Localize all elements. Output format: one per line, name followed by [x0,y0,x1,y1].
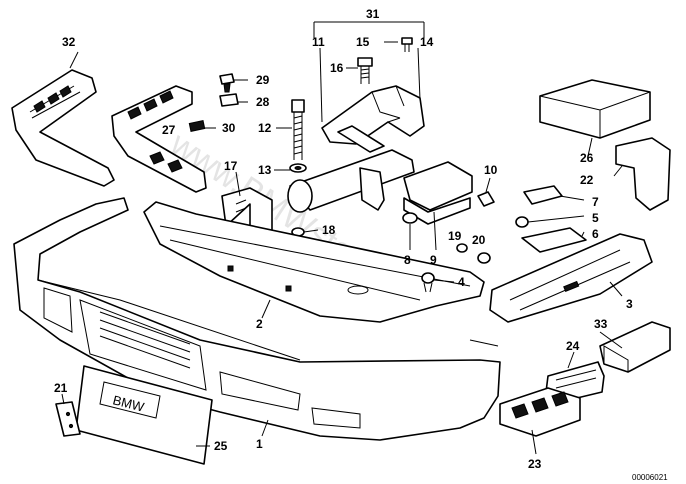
callout-9: 9 [430,253,437,267]
callout-6: 6 [592,227,599,241]
part-3-side-bracket [489,233,653,323]
part-11-impact-absorber [287,85,425,213]
callout-labels: 31 11 15 14 16 32 29 28 27 30 12 13 17 1… [54,7,633,471]
callout-22: 22 [580,173,594,187]
part-9-plate [403,161,473,225]
callout-28: 28 [256,95,270,109]
part-5-nut [515,216,529,228]
part-32-trim [11,69,115,187]
callout-8: 8 [404,253,411,267]
callout-1: 1 [256,437,263,451]
callout-10: 10 [484,163,498,177]
part-29-clip [219,73,235,93]
callout-7: 7 [592,195,599,209]
callout-24: 24 [566,339,580,353]
callout-31: 31 [366,7,380,21]
part-27-grille-insert [111,85,207,193]
callout-17: 17 [224,159,238,173]
leader-lines [61,21,623,455]
reference-number: 00006021 [632,473,668,482]
part-23-duct [499,387,581,437]
part-25-license-plate: BMW [75,365,213,465]
part-7-strip [523,185,563,205]
callout-21: 21 [54,381,68,395]
part-10-screw [477,191,495,207]
part-20-fastener [477,252,491,264]
callout-15: 15 [356,35,370,49]
part-4-plug [421,272,435,293]
callout-33: 33 [594,317,608,331]
part-26-box [539,79,651,139]
part-15-screw [401,37,413,52]
part-12-bolt [291,99,305,160]
callout-2: 2 [256,317,263,331]
callout-29: 29 [256,73,270,87]
part-2-carrier [143,201,485,323]
part-28-clip [219,93,239,107]
part-22-bracket [615,137,671,211]
callout-13: 13 [258,163,272,177]
callout-18: 18 [322,223,336,237]
callout-19: 19 [448,229,462,243]
part-33-duct [599,321,671,373]
callout-16: 16 [330,61,344,75]
part-16-bolt [357,57,373,84]
callout-4: 4 [458,275,465,289]
callout-27: 27 [162,123,176,137]
part-21-bracket [55,401,81,437]
part-6-bracket [521,227,587,253]
callout-32: 32 [62,35,76,49]
callout-23: 23 [528,457,542,471]
callout-14: 14 [420,35,434,49]
part-13-washer [289,163,307,173]
callout-26: 26 [580,151,594,165]
part-8-nut [402,212,418,224]
callout-12: 12 [258,121,272,135]
callout-30: 30 [222,121,236,135]
part-19-fastener [456,243,468,253]
callout-20: 20 [472,233,486,247]
callout-11: 11 [312,35,325,49]
callout-5: 5 [592,211,599,225]
callout-25: 25 [214,439,228,453]
callout-3: 3 [626,297,633,311]
